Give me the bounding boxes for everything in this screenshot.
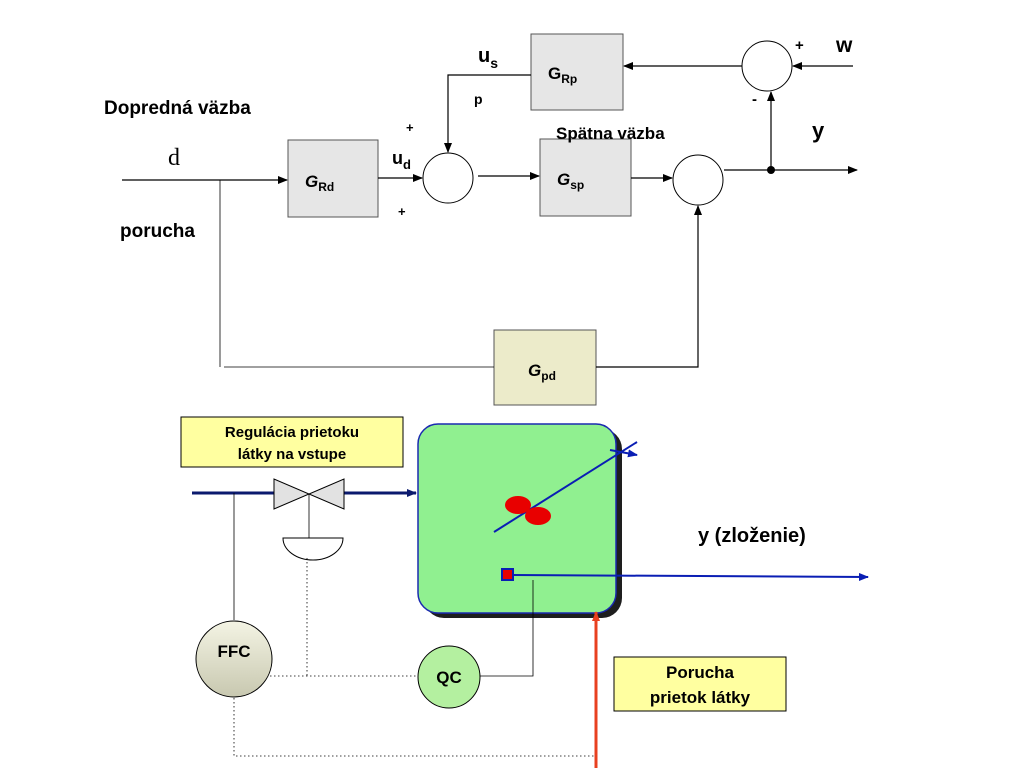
- label-feedback: Spätna väzba: [556, 124, 665, 143]
- agitator-shaft: [493, 441, 638, 533]
- label-box-inlet-regulation: Regulácia prietoku látky na vstupe: [180, 416, 404, 468]
- agitator-tip: [609, 449, 638, 458]
- signal-us-p: p: [474, 91, 483, 107]
- disturbance-flow-line-2: prietok látky: [650, 688, 751, 707]
- qc-controller: QC: [417, 645, 481, 709]
- label-disturbance: porucha: [120, 221, 195, 242]
- label-box-disturbance-flow: Porucha prietok látky: [613, 656, 787, 712]
- line-us: [444, 74, 531, 153]
- ffc-controller: FFC: [195, 620, 273, 698]
- qc-label: QC: [436, 668, 462, 687]
- block-grp: GRp: [530, 33, 624, 111]
- sign-top-minus: -: [752, 91, 757, 108]
- output-label: y (zloženie): [698, 525, 806, 547]
- composition-sensor: [501, 568, 514, 581]
- disturbance-flow-line-1: Porucha: [666, 663, 735, 682]
- branch-point: [767, 166, 775, 174]
- inlet-regulation-line-2: látky na vstupe: [238, 446, 346, 463]
- sign-mid-bottom: +: [398, 204, 406, 219]
- sum-junction-output: [672, 154, 724, 206]
- control-valve: [273, 478, 345, 561]
- sign-top-plus: +: [795, 37, 804, 54]
- inlet-regulation-line-1: Regulácia prietoku: [225, 424, 359, 441]
- line-gpd-to-sum: [596, 205, 702, 368]
- block-gpd: Gpd: [493, 329, 597, 406]
- label-feedforward: Dopredná väzba: [104, 98, 251, 119]
- block-grd-label: GRd: [305, 172, 334, 194]
- stirrer-blade-2: [525, 507, 551, 525]
- qc-sensor-line: [480, 580, 534, 677]
- block-gsp: Gsp: [539, 138, 632, 217]
- process-diagram: y (zloženie) FFC QC Regulácia prietoku l…: [180, 416, 869, 768]
- block-gpd-label: Gpd: [528, 361, 556, 383]
- signal-d: d: [168, 145, 180, 171]
- output-line: [513, 572, 869, 581]
- sign-mid-top: +: [406, 120, 414, 135]
- ffc-disturbance-line: [233, 698, 595, 757]
- signal-w: w: [835, 34, 853, 57]
- block-gsp-label: Gsp: [557, 170, 584, 192]
- block-grp-label: GRp: [548, 64, 577, 86]
- ffc-label: FFC: [217, 642, 250, 661]
- sum-junction-top: [741, 40, 793, 92]
- signal-y: y: [812, 118, 825, 143]
- signal-ud: ud: [392, 148, 411, 172]
- stirrer-blade-1: [505, 496, 531, 514]
- sum-junction-mid: [422, 152, 474, 204]
- signal-us: us: [478, 45, 498, 71]
- block-diagram: GRp GRd Gsp Gpd: [104, 33, 858, 406]
- block-grd: GRd: [287, 139, 379, 218]
